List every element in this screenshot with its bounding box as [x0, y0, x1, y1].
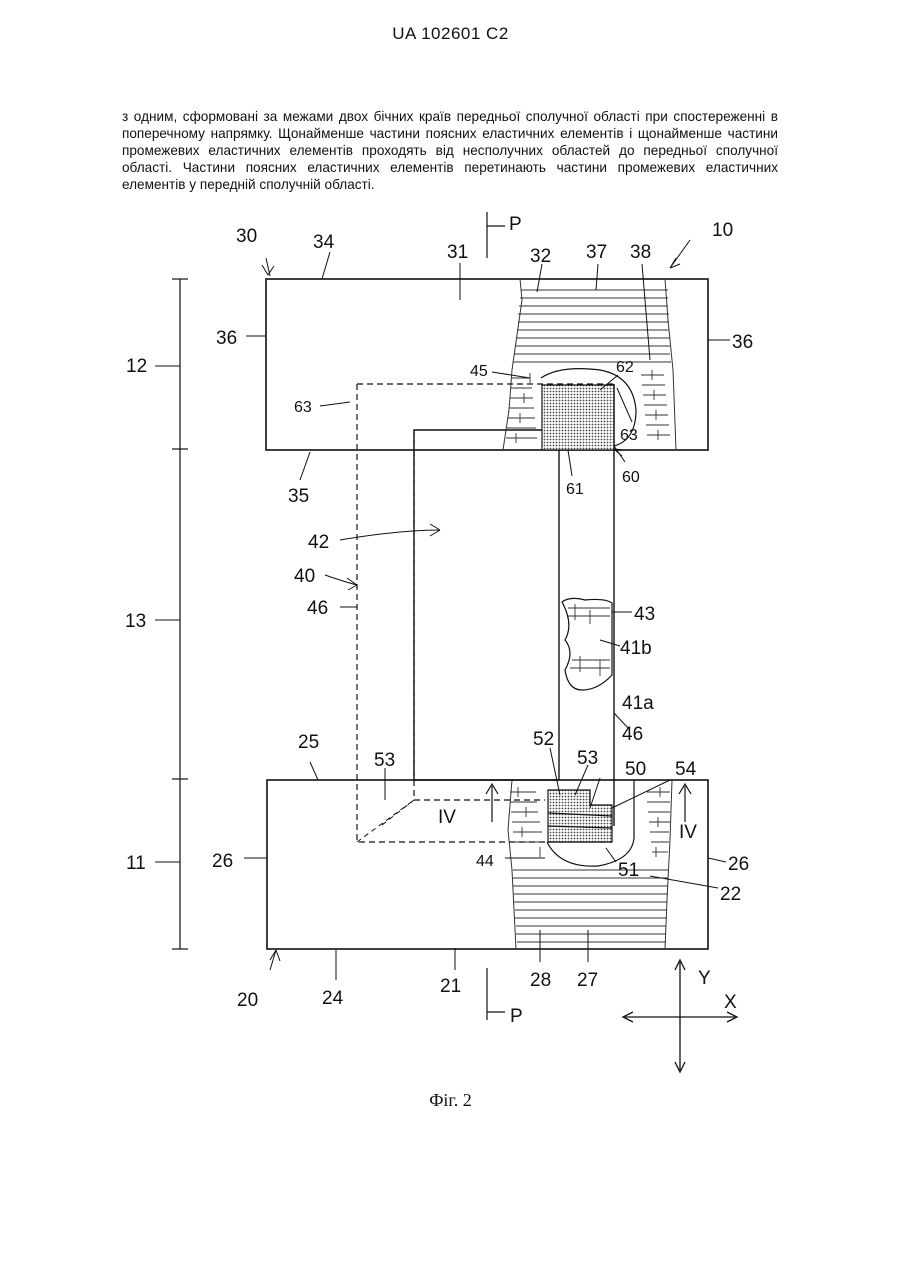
axis-label-y: Y	[698, 968, 711, 989]
label-13: 13	[125, 611, 146, 632]
label-37: 37	[586, 242, 607, 263]
label-42: 42	[308, 532, 329, 553]
label-34: 34	[313, 232, 335, 253]
label-31: 31	[447, 242, 468, 263]
label-43: 43	[634, 604, 655, 625]
axis-label-x: X	[724, 992, 737, 1013]
label-28: 28	[530, 970, 551, 991]
label-54: 54	[675, 759, 697, 780]
label-21: 21	[440, 976, 461, 997]
label-35: 35	[288, 486, 309, 507]
label-53-right: 53	[577, 748, 598, 769]
label-26-left: 26	[212, 851, 233, 872]
label-41b: 41b	[620, 638, 652, 659]
label-36-left: 36	[216, 328, 237, 349]
label-32: 32	[530, 246, 551, 267]
label-p-top: P	[509, 214, 522, 235]
label-22: 22	[720, 884, 741, 905]
axes-indicator	[623, 960, 737, 1072]
zone-dimension-bracket	[172, 279, 188, 949]
label-12: 12	[126, 356, 147, 377]
label-60: 60	[622, 469, 640, 486]
front-waist-elastics	[513, 870, 668, 942]
section-line-p	[487, 212, 505, 1020]
label-36-right: 36	[732, 332, 753, 353]
label-46-left: 46	[307, 598, 328, 619]
label-24: 24	[322, 988, 344, 1009]
label-11: 11	[126, 853, 146, 874]
label-61: 61	[566, 481, 584, 498]
label-53-left: 53	[374, 750, 395, 771]
label-62: 62	[616, 359, 634, 376]
back-joining-region	[542, 385, 614, 450]
label-iv-right: IV	[679, 822, 697, 843]
label-20: 20	[237, 990, 258, 1011]
label-25: 25	[298, 732, 319, 753]
label-46-right: 46	[622, 724, 643, 745]
label-27: 27	[577, 970, 598, 991]
label-52: 52	[533, 729, 554, 750]
label-45: 45	[470, 363, 488, 380]
label-44: 44	[476, 853, 494, 870]
crotch-elastic-cutout	[562, 598, 612, 690]
label-10: 10	[712, 220, 733, 241]
label-51: 51	[618, 860, 639, 881]
label-38: 38	[630, 242, 651, 263]
label-40: 40	[294, 566, 315, 587]
label-30: 30	[236, 226, 257, 247]
label-p-bottom: P	[510, 1006, 523, 1027]
label-26-right: 26	[728, 854, 749, 875]
label-50: 50	[625, 759, 646, 780]
label-63-left: 63	[294, 399, 312, 416]
label-41a: 41a	[622, 693, 654, 714]
figure-caption: Фіг. 2	[0, 1090, 901, 1111]
label-iv-left: IV	[438, 807, 456, 828]
label-63-right: 63	[620, 427, 638, 444]
